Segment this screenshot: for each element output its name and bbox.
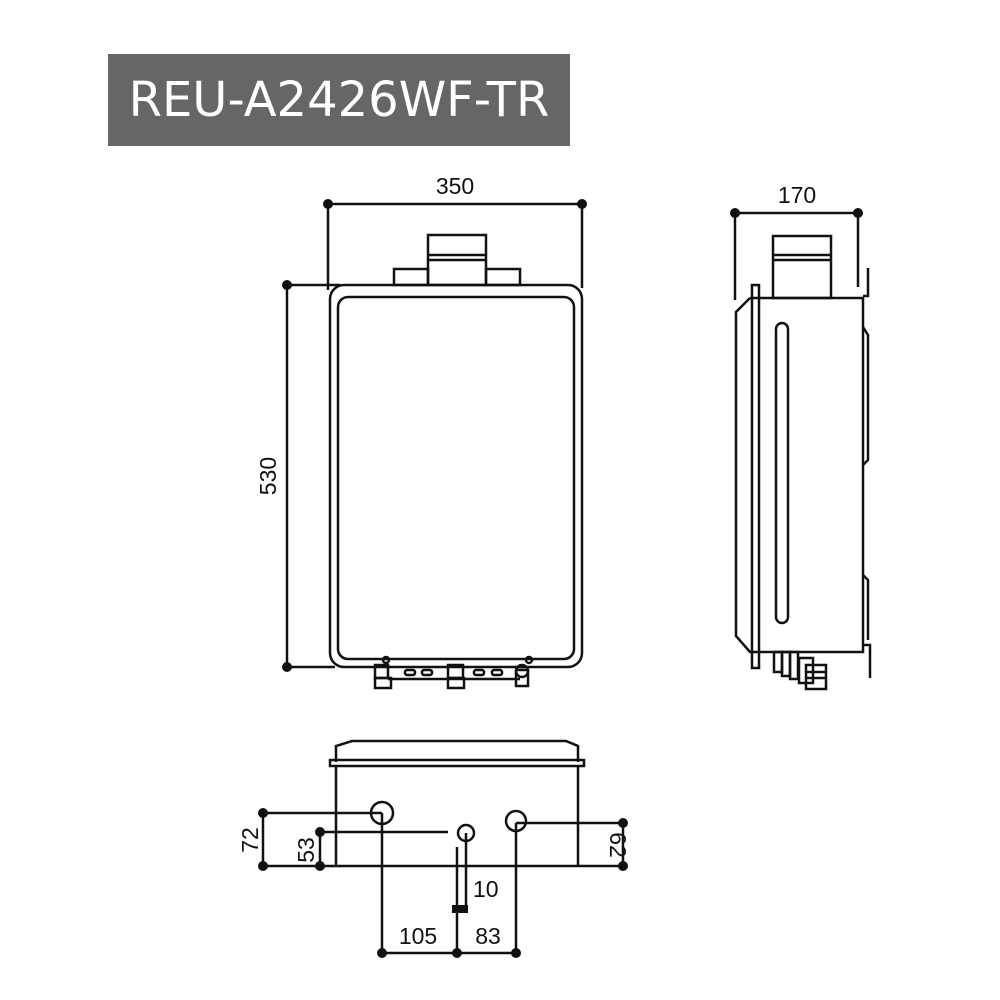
side-view [733,211,872,691]
front-view [285,202,584,690]
height-dimension-label: 530 [255,457,281,495]
dim-72-label: 72 [237,827,263,853]
dim-105-label: 105 [399,923,437,949]
model-title: REU-A2426WF-TR [128,72,550,128]
bottom-view [261,739,625,955]
model-title-banner: REU-A2426WF-TR [108,54,570,146]
dim-62-label: 62 [605,832,631,858]
dim-83-label: 83 [475,923,501,949]
dim-53-label: 53 [293,837,319,863]
dim-10-label: 10 [473,876,499,902]
depth-dimension-label: 170 [778,182,816,208]
width-dimension-label: 350 [436,173,474,199]
